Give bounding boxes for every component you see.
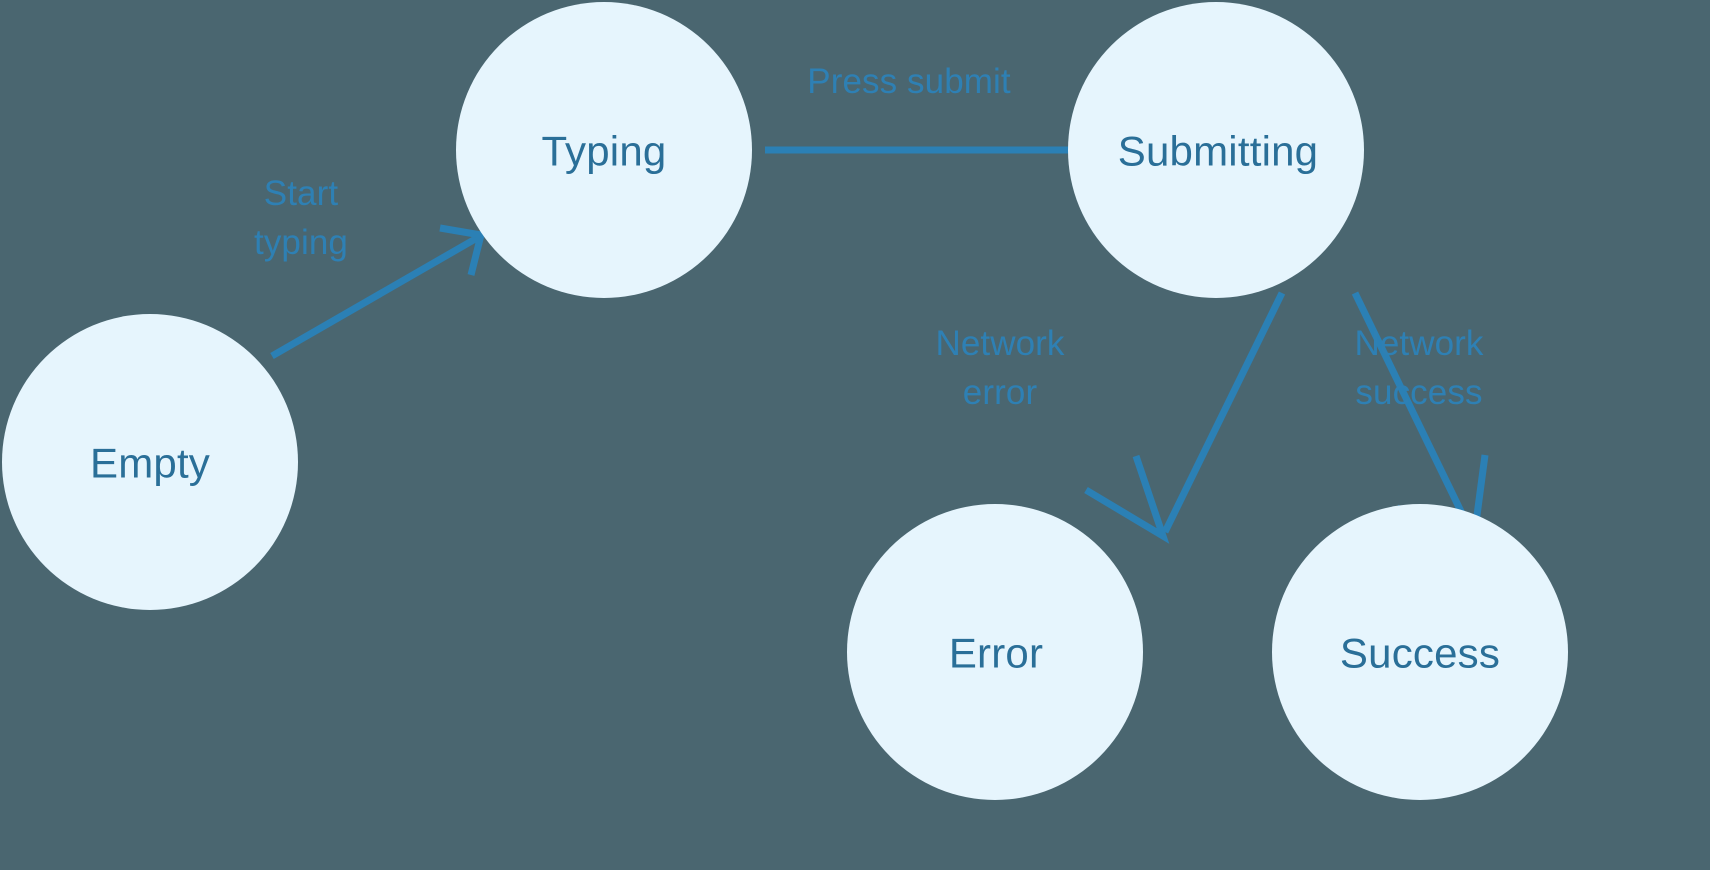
edge-label-submitting-to-success-line1: Network <box>1354 324 1483 363</box>
state-node-empty-circle[interactable] <box>2 314 298 610</box>
edge-label-submitting-to-error: Network error <box>935 324 1064 412</box>
edge-submitting-to-error <box>1084 291 1286 544</box>
state-node-success-circle[interactable] <box>1272 504 1568 800</box>
edge-submitting-to-success-line <box>1351 291 1476 536</box>
state-node-submitting-label: Submitting <box>1118 128 1318 175</box>
state-node-error-circle[interactable] <box>847 504 1143 800</box>
edge-label-typing-to-submitting-line1: Press submit <box>807 62 1011 101</box>
state-node-error-label: Error <box>949 630 1043 677</box>
edge-label-empty-to-typing-line2: typing <box>254 223 348 262</box>
state-node-submitting[interactable]: Submitting <box>1068 2 1364 298</box>
edge-label-typing-to-submitting: Press submit <box>807 62 1011 101</box>
edge-label-submitting-to-success-line2: success <box>1355 373 1482 412</box>
state-node-empty[interactable]: Empty <box>2 314 298 610</box>
state-node-success[interactable]: Success <box>1272 504 1568 800</box>
state-node-empty-label: Empty <box>90 440 210 487</box>
state-node-submitting-circle[interactable] <box>1068 2 1364 298</box>
state-node-error[interactable]: Error <box>847 504 1143 800</box>
edge-submitting-to-error-line <box>1161 291 1286 534</box>
state-node-success-label: Success <box>1340 630 1500 677</box>
edge-submitting-to-error-arrowhead <box>1084 454 1170 544</box>
edge-label-submitting-to-error-line2: error <box>963 373 1038 412</box>
state-node-typing-circle[interactable] <box>456 2 752 298</box>
edge-label-submitting-to-error-line1: Network <box>935 324 1064 363</box>
edge-label-empty-to-typing: Start typing <box>254 174 348 262</box>
edge-empty-to-typing-arrowhead <box>439 224 486 276</box>
state-node-typing-label: Typing <box>542 128 667 175</box>
edge-empty-to-typing <box>270 224 486 360</box>
edge-empty-to-typing-line <box>270 234 479 360</box>
edge-label-empty-to-typing-line1: Start <box>264 174 339 213</box>
state-node-typing[interactable]: Typing <box>456 2 752 298</box>
edge-label-submitting-to-success: Network success <box>1354 324 1483 412</box>
